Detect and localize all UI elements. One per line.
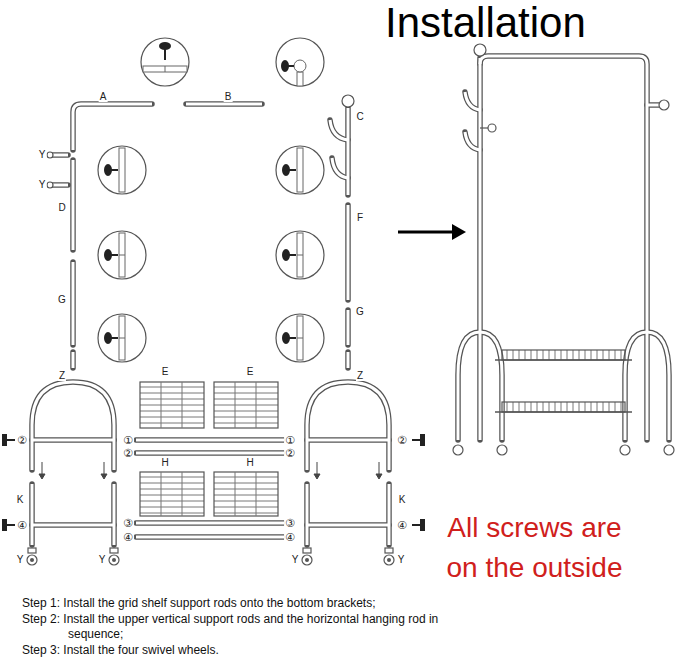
part-letter: K	[16, 495, 25, 505]
part-letter: Y	[98, 555, 107, 565]
step-text: Step 3: Install the four swivel wheels.	[22, 643, 442, 658]
part-letter: Y	[16, 555, 25, 565]
note-text: All screws are on the outside	[437, 508, 632, 588]
part-letter: G	[355, 307, 365, 317]
part-letter: F	[356, 213, 364, 223]
part-letter: C	[355, 112, 364, 122]
callout-number: ②	[16, 435, 28, 446]
part-letter: A	[99, 92, 108, 102]
part-letter: E	[246, 367, 255, 377]
part-letter: D	[57, 203, 66, 213]
step-text: Step 1: Install the grid shelf support r…	[22, 596, 442, 611]
callout-number: ②	[284, 448, 296, 459]
part-letter: G	[57, 295, 67, 305]
part-letter: Y	[38, 150, 47, 160]
part-letter: Z	[356, 371, 364, 381]
callout-number: ②	[396, 435, 408, 446]
callout-number: ④	[122, 532, 134, 543]
part-letter: H	[245, 458, 254, 468]
title: Installation	[385, 2, 586, 44]
part-letter: H	[160, 458, 169, 468]
part-letter: Z	[58, 371, 66, 381]
part-letter: K	[398, 495, 407, 505]
part-letter: B	[224, 92, 233, 102]
callout-number: ④	[16, 520, 28, 531]
callout-number: ④	[396, 520, 408, 531]
part-letter: Y	[291, 555, 300, 565]
callout-number: ②	[122, 448, 134, 459]
callout-number: ①	[122, 435, 134, 446]
step-text: Step 2: Install the upper vertical suppo…	[22, 612, 442, 642]
part-letter: Y	[397, 555, 406, 565]
callout-number: ③	[284, 518, 296, 529]
callout-number: ③	[122, 518, 134, 529]
part-letter: E	[161, 367, 170, 377]
callout-number: ①	[284, 435, 296, 446]
callout-number: ④	[284, 532, 296, 543]
part-letter: Y	[38, 180, 47, 190]
